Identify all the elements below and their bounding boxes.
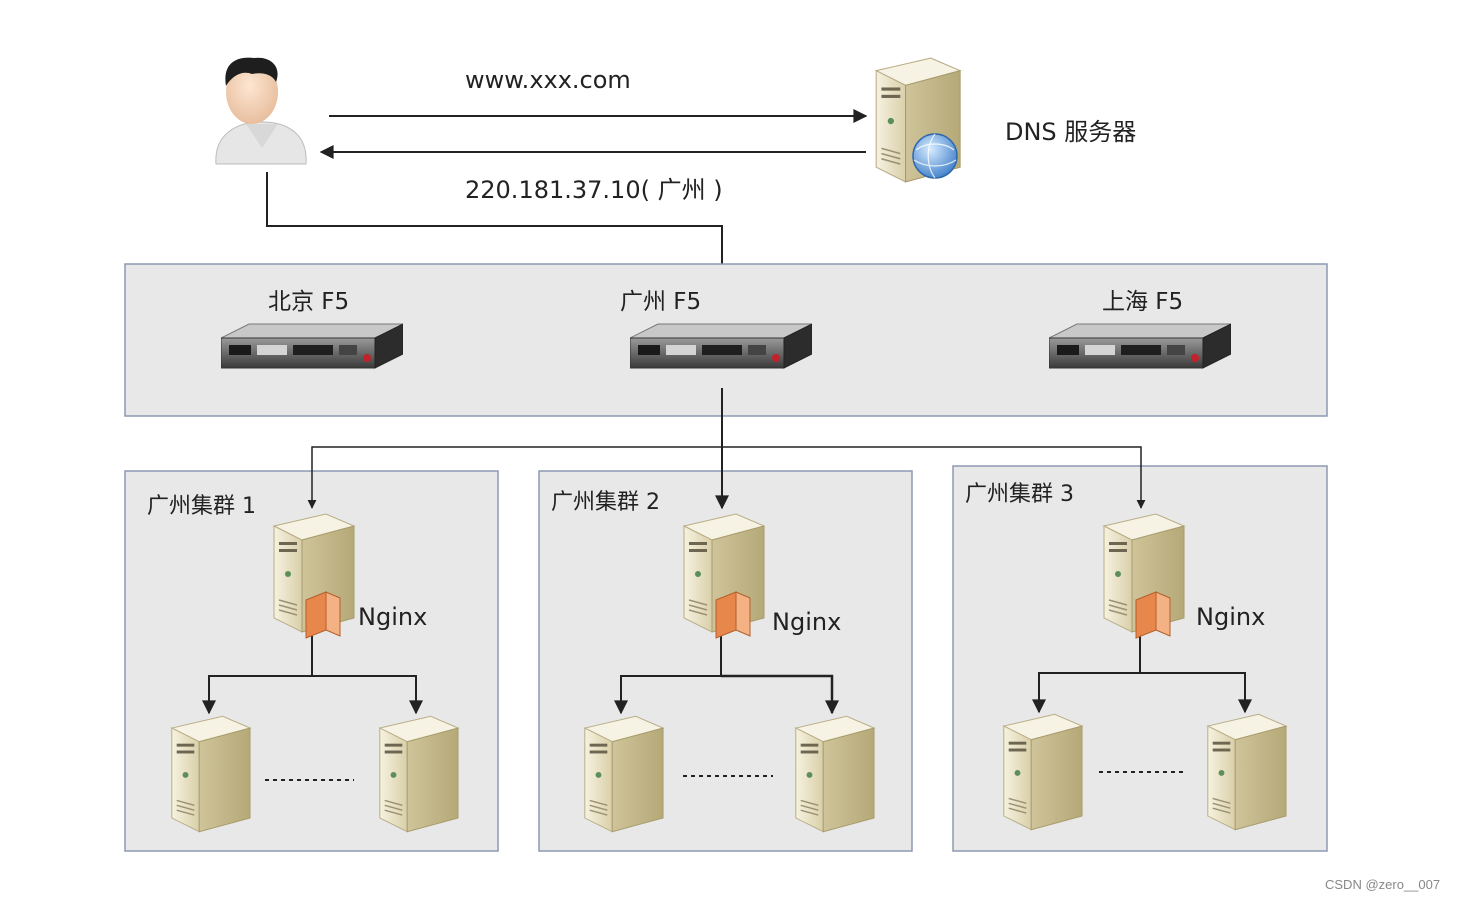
cluster-1-nginx-server-icon [273, 513, 355, 639]
f5-device-shanghai [1049, 323, 1231, 369]
cluster-2-backend-server-icon [584, 715, 664, 833]
cluster-2-title: 广州集群 2 [551, 490, 660, 515]
cluster-3-backend-server-icon [1207, 713, 1287, 831]
cluster-1-right-connector [312, 675, 423, 715]
cluster-3-backend-server-icon [1003, 713, 1083, 831]
dns-server-label: DNS 服务器 [1005, 118, 1137, 146]
user-icon [215, 57, 307, 165]
dns-query-label: www.xxx.com [465, 66, 631, 94]
f5-to-cluster-1-connector [307, 446, 722, 509]
cluster-3-nginx-server-icon [1103, 513, 1185, 639]
cluster-1-backend-server-icon [171, 715, 251, 833]
f5-label-beijing: 北京 F5 [268, 289, 350, 315]
cluster-1-left-connector [202, 675, 312, 715]
f5-to-cluster-3-connector [722, 446, 1146, 509]
f5-device-guangzhou [630, 323, 812, 369]
cluster-1-nginx-label: Nginx [358, 603, 428, 631]
cluster-1-title: 广州集群 1 [147, 494, 256, 519]
cluster-2-nginx-server-icon [683, 513, 765, 639]
f5-device-beijing [221, 323, 403, 369]
cluster-3-left-connector [1032, 672, 1140, 714]
cluster-1-backend-server-icon [379, 715, 459, 833]
f5-label-guangzhou: 广州 F5 [620, 289, 702, 315]
cluster-2-backend-server-icon [795, 715, 875, 833]
dns-reply-label: 220.181.37.10( 广州 ) [465, 176, 723, 204]
cluster-2-left-connector [614, 675, 721, 715]
dns-server-icon [875, 57, 961, 183]
cluster-3-title: 广州集群 3 [965, 482, 1074, 507]
f5-label-shanghai: 上海 F5 [1102, 289, 1184, 315]
cluster-3-nginx-label: Nginx [1196, 603, 1266, 631]
cluster-2-nginx-label: Nginx [772, 608, 842, 636]
watermark: CSDN @zero__007 [1325, 877, 1441, 892]
cluster-3-right-connector [1140, 672, 1252, 714]
cluster-2-right-connector [721, 674, 839, 715]
